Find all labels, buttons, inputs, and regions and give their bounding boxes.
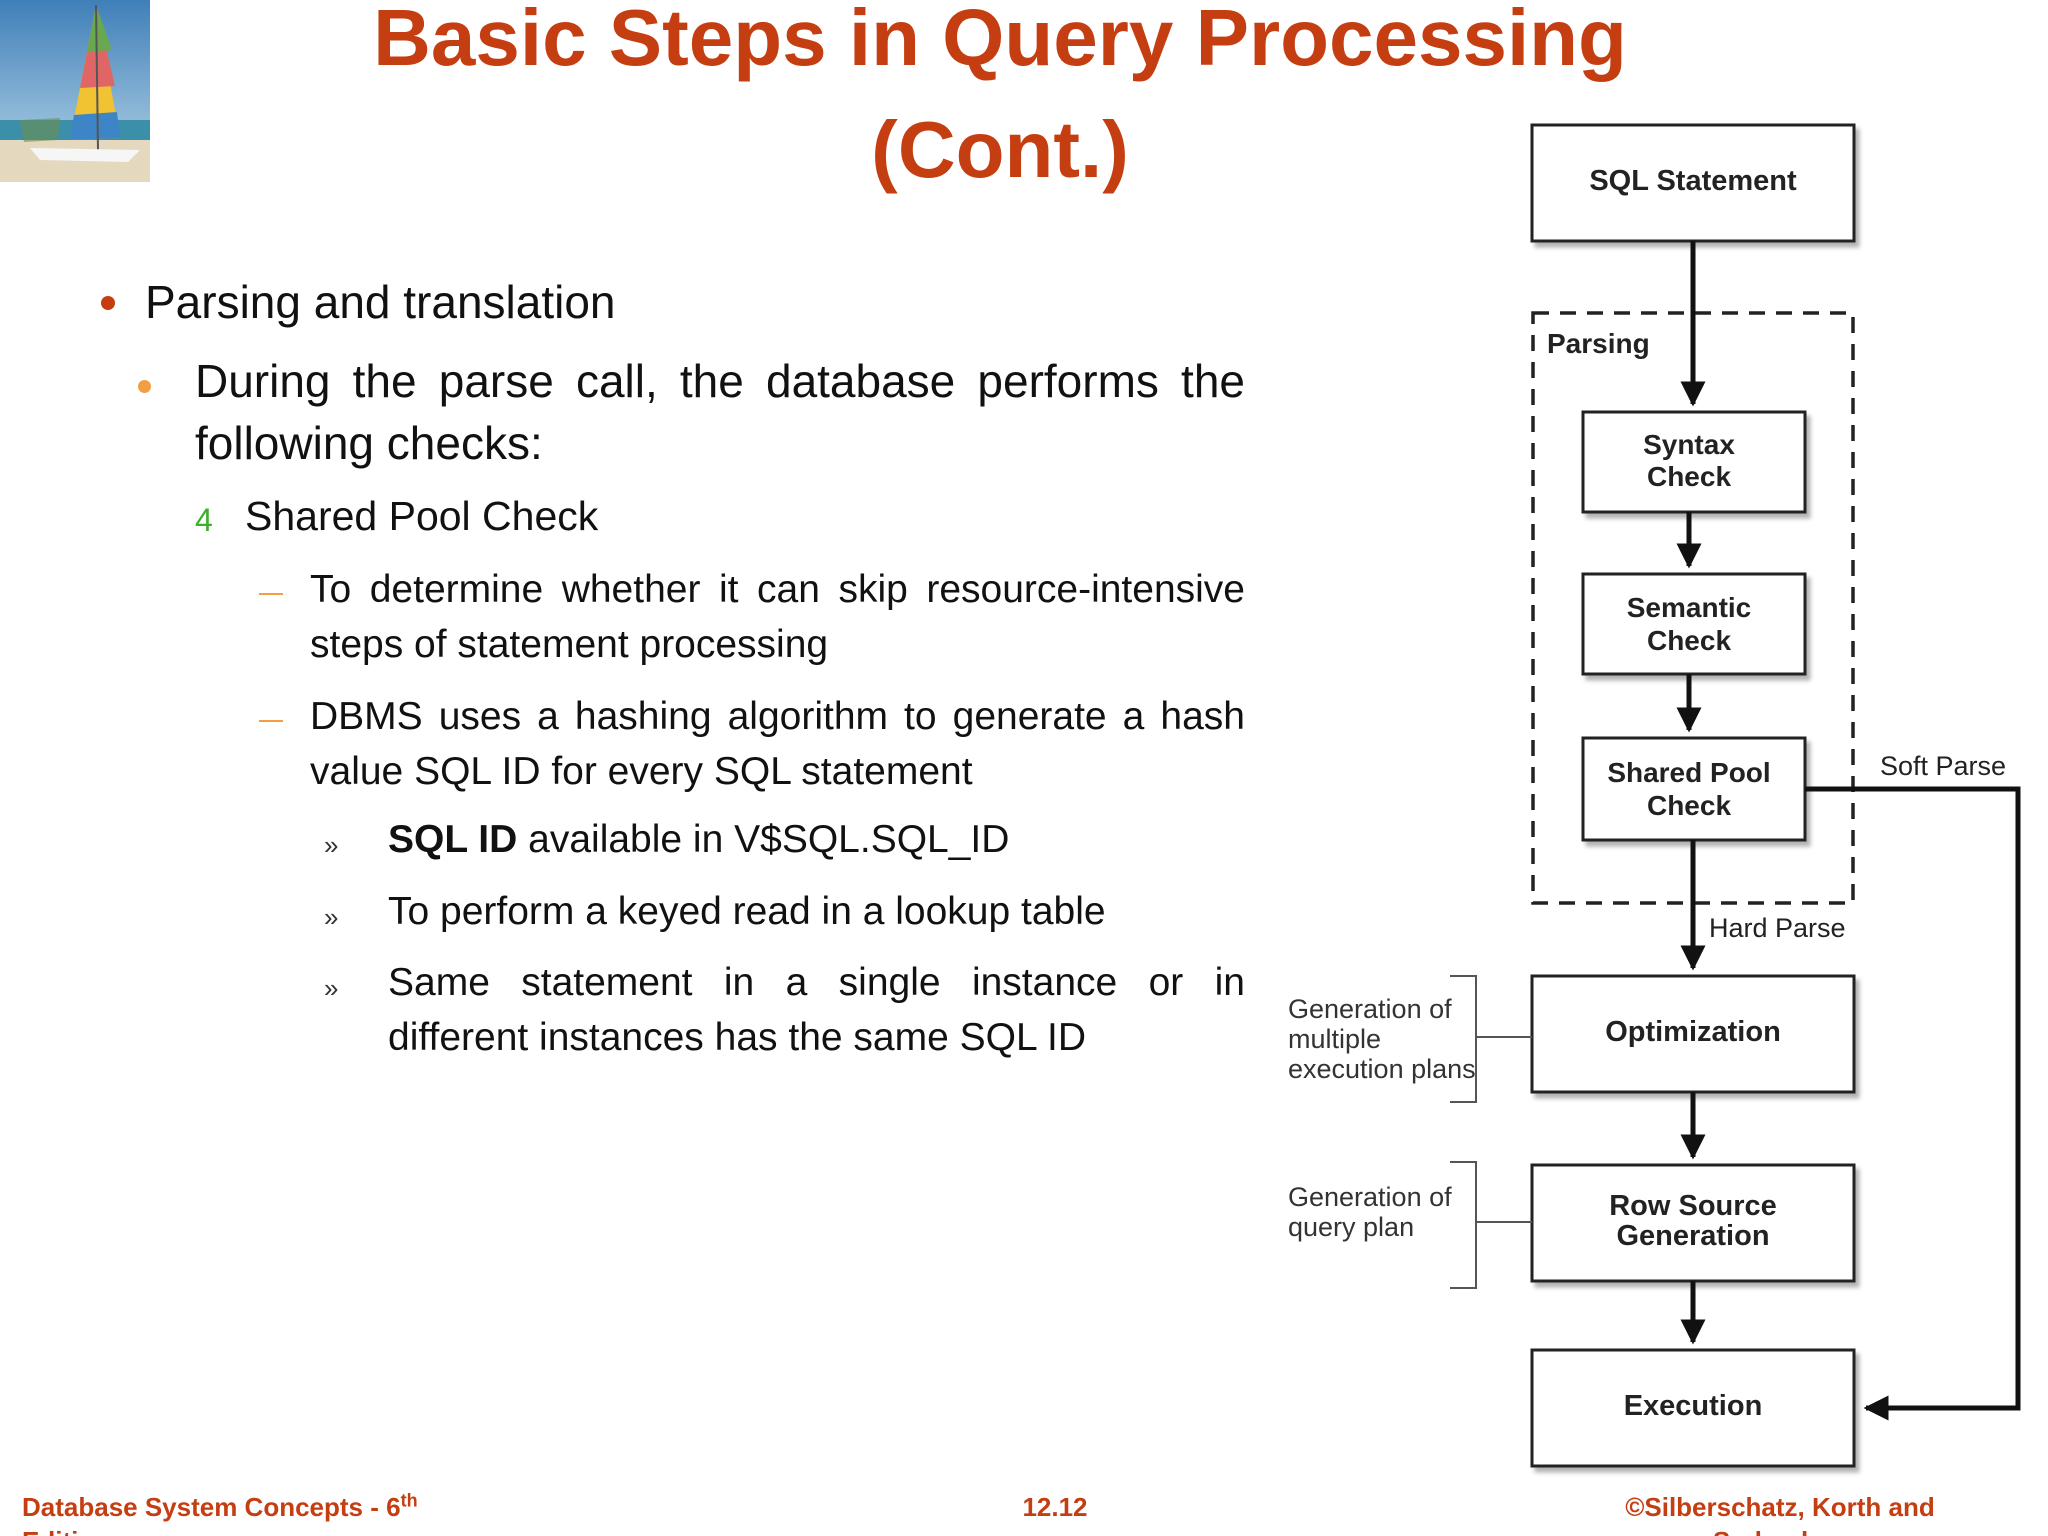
double-chevron-icon: » bbox=[324, 902, 339, 932]
parsing-region bbox=[1531, 311, 1855, 905]
syntax-check-box: Syntax Check bbox=[1581, 410, 1807, 514]
sql-statement-box: SQL Statement bbox=[1530, 123, 1856, 243]
execution-label: Execution bbox=[1624, 1390, 1763, 1422]
optimization-note: Generation of multiple execution plans bbox=[1288, 975, 1532, 1103]
parsing-label: Parsing bbox=[1547, 328, 1650, 359]
footer-right: ©Silberschatz, Korth and Sudarshan bbox=[1560, 1490, 2000, 1536]
sailboat-logo-icon bbox=[0, 0, 150, 182]
row-source-generation-box: Row Source Generation bbox=[1530, 1163, 1856, 1283]
execution-box: Execution bbox=[1530, 1348, 1856, 1468]
semantic-check-line2: Check bbox=[1647, 625, 1731, 656]
syntax-check-line2: Check bbox=[1647, 461, 1731, 492]
syntax-check-line1: Syntax bbox=[1643, 429, 1735, 460]
semantic-check-box: Semantic Check bbox=[1581, 572, 1807, 676]
arrow-soft-parse bbox=[1805, 786, 2021, 1421]
optimization-note-line2: multiple bbox=[1288, 1024, 1381, 1054]
hard-parse-label: Hard Parse bbox=[1709, 913, 1846, 943]
page-number: 12.12 bbox=[1022, 1492, 1088, 1522]
row-source-note: Generation of query plan bbox=[1288, 1161, 1532, 1289]
bullet-text: SQL ID available in V$SQL.SQL_ID bbox=[388, 812, 1245, 867]
bullet-dot-icon bbox=[101, 296, 115, 310]
bullet-text: To perform a keyed read in a lookup tabl… bbox=[388, 890, 1106, 933]
optimization-note-line3: execution plans bbox=[1288, 1054, 1476, 1084]
query-processing-flow-diagram: Parsing SQL Statement Syntax Check Seman… bbox=[1288, 123, 2021, 1468]
dash-icon bbox=[259, 720, 283, 722]
bullet-dot-icon bbox=[138, 380, 151, 393]
bullet-text: To determine whether it can skip resourc… bbox=[310, 568, 1245, 666]
row-source-line2: Generation bbox=[1616, 1220, 1769, 1252]
shared-pool-check-box: Shared Pool Check bbox=[1581, 736, 1807, 842]
footer-book-title-line2: Edition bbox=[22, 1526, 110, 1536]
shared-pool-check-line1: Shared Pool bbox=[1607, 757, 1770, 788]
double-chevron-icon: » bbox=[324, 973, 339, 1003]
double-chevron-icon: » bbox=[324, 830, 339, 860]
bullet-text-rest: available in V$SQL.SQL_ID bbox=[517, 818, 1010, 861]
shared-pool-check-line2: Check bbox=[1647, 790, 1731, 821]
bullet-text: DBMS uses a hashing algorithm to generat… bbox=[310, 695, 1245, 793]
row-source-line1: Row Source bbox=[1609, 1190, 1777, 1222]
optimization-note-line1: Generation of bbox=[1288, 994, 1452, 1024]
page-title: Basic Steps in Query Processing bbox=[373, 0, 1627, 82]
optimization-box: Optimization bbox=[1530, 974, 1856, 1094]
soft-parse-label: Soft Parse bbox=[1880, 751, 2006, 781]
semantic-check-line1: Semantic bbox=[1627, 592, 1752, 623]
bullet-text: Same statement in a single instance or i… bbox=[388, 961, 1245, 1059]
footer-copyright: ©Silberschatz, Korth and bbox=[1625, 1492, 1935, 1522]
dash-icon bbox=[259, 593, 283, 595]
sql-statement-label: SQL Statement bbox=[1589, 165, 1797, 197]
bullet-text: Parsing and translation bbox=[145, 276, 616, 328]
footer-book-title: Database System Concepts - 6 bbox=[22, 1492, 401, 1522]
bullet-text: Shared Pool Check bbox=[245, 493, 599, 539]
row-source-note-line2: query plan bbox=[1288, 1212, 1414, 1242]
bullet-number: 4 bbox=[195, 502, 213, 538]
footer-copyright-line2: Sudarshan bbox=[1713, 1526, 1847, 1536]
row-source-note-line1: Generation of bbox=[1288, 1182, 1452, 1212]
page-title-continued: (Cont.) bbox=[871, 105, 1129, 194]
bullet-text: During the parse call, the database perf… bbox=[195, 355, 1245, 469]
optimization-label: Optimization bbox=[1605, 1016, 1781, 1048]
footer-superscript: th bbox=[400, 1490, 418, 1511]
bold-term: SQL ID bbox=[388, 818, 518, 861]
footer-left: Database System Concepts - 6th Edition bbox=[22, 1490, 492, 1536]
